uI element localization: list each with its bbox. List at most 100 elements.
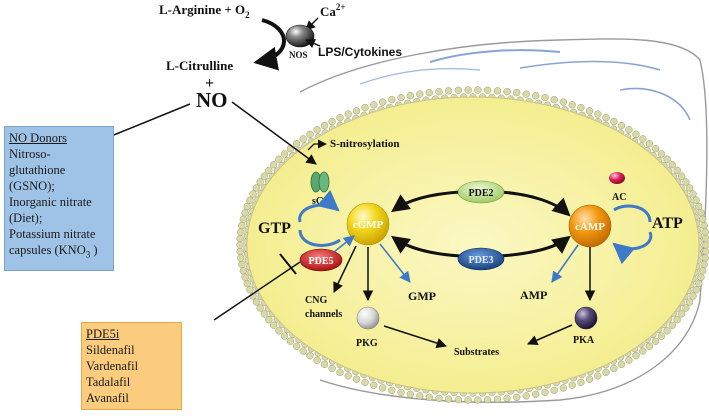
- cgmp-molecule: [346, 202, 390, 246]
- ac-enzyme: [609, 172, 625, 184]
- gmp-label: GMP: [408, 289, 436, 303]
- membrane-bead: [663, 155, 671, 163]
- membrane-bead: [237, 228, 245, 236]
- membrane-bead: [320, 360, 329, 369]
- membrane-bead: [260, 172, 268, 180]
- membrane-bead: [668, 321, 676, 329]
- membrane-bead: [522, 90, 530, 98]
- membrane-bead: [388, 96, 396, 104]
- pde2-enzyme: [457, 180, 505, 204]
- membrane-bead: [610, 364, 618, 373]
- membrane-bead: [388, 386, 396, 394]
- membrane-bead: [692, 196, 700, 204]
- lps-cytokines-label: LPS/Cytokines: [318, 45, 402, 59]
- membrane-bead: [685, 298, 694, 306]
- donor-line: Inorganic nitrate: [9, 195, 92, 209]
- membrane-bead: [532, 390, 540, 398]
- membrane-bead: [695, 279, 703, 288]
- membrane-bead: [625, 126, 633, 134]
- nos-enzyme-icon: [285, 24, 315, 48]
- membrane-bead: [657, 150, 666, 158]
- cgmp-label: cGMP: [353, 219, 384, 231]
- membrane-bead: [668, 161, 676, 169]
- donors-connector: [103, 103, 191, 140]
- membrane-bead: [692, 286, 700, 294]
- membrane-bead: [702, 241, 709, 249]
- membrane-bead: [239, 215, 247, 223]
- membrane-bead: [464, 396, 472, 404]
- pde5-enzyme: [299, 248, 343, 272]
- membrane-bead: [306, 352, 314, 360]
- pde3-label: PDE3: [469, 255, 494, 266]
- membrane-bead: [328, 364, 336, 373]
- membrane-bead: [252, 298, 261, 306]
- membrane-bead: [239, 267, 247, 275]
- pde5-to-cgmp-arrow: [333, 235, 355, 253]
- membrane-bead: [594, 110, 602, 118]
- membrane-bead: [695, 202, 703, 211]
- membrane-bead: [299, 135, 307, 143]
- pka-molecule: [574, 306, 598, 330]
- membrane-bead: [397, 388, 405, 397]
- membrane-bead: [483, 396, 492, 404]
- membrane-bead: [682, 304, 690, 312]
- membrane-bead: [682, 178, 690, 186]
- membrane-bead: [474, 86, 482, 94]
- membrane-bead: [697, 209, 705, 217]
- membrane-bead: [320, 121, 329, 130]
- pde5i-box: PDE5i Sildenafil Vardenafil Tadalafil Av…: [81, 322, 182, 410]
- membrane-bead: [602, 114, 610, 122]
- donor-line: glutathione: [9, 163, 66, 177]
- donor-line-kno3: capsules (KNO3 ): [9, 243, 98, 260]
- membrane-bead: [246, 286, 254, 294]
- membrane-bead: [701, 228, 709, 236]
- pde5i-drug: Avanafil: [86, 391, 129, 405]
- no-donors-title: NO Donors: [9, 131, 67, 145]
- membrane-bead: [503, 394, 511, 402]
- membrane-bead: [236, 241, 244, 249]
- sgc-icon: [310, 171, 330, 193]
- cgmp-to-cng-arrow: [333, 245, 357, 293]
- pde3-arrow-to-cgmp: [391, 235, 461, 258]
- membrane-bead: [352, 107, 361, 115]
- membrane-bead: [416, 392, 424, 400]
- pde5i-connector: [213, 261, 301, 321]
- membrane-bead: [344, 110, 352, 118]
- membrane-bead: [313, 356, 321, 364]
- pkg-label: PKG: [356, 338, 378, 349]
- plus-sign: +: [205, 75, 214, 92]
- membrane-bead: [700, 221, 708, 230]
- membrane-bead: [689, 292, 697, 300]
- lps-arrow: [305, 38, 321, 48]
- membrane-bead: [651, 337, 660, 345]
- cgmp-to-gmp-arrow: [379, 243, 411, 283]
- membrane-bead: [238, 221, 246, 230]
- cng-label-1: CNG: [305, 295, 327, 306]
- membrane-bead: [617, 360, 626, 369]
- membrane-bead: [336, 368, 344, 376]
- membrane-bead: [701, 254, 709, 262]
- membrane-bead: [286, 337, 295, 345]
- nos-label: NOS: [289, 50, 308, 60]
- membrane-bead: [610, 117, 618, 126]
- membrane-bead: [513, 89, 521, 97]
- membrane-bead: [645, 342, 654, 350]
- membrane-bead: [673, 316, 681, 324]
- membrane-bead: [416, 90, 424, 98]
- membrane-bead: [689, 190, 697, 198]
- membrane-bead: [370, 101, 378, 109]
- conversion-arrow: [253, 18, 286, 71]
- pkg-molecule: [356, 306, 380, 330]
- membrane-bead: [541, 388, 549, 397]
- membrane-bead: [425, 89, 433, 97]
- membrane-bead: [632, 130, 640, 138]
- membrane-bead: [243, 202, 251, 211]
- pde2-arrow-to-camp: [499, 190, 571, 217]
- membrane-bead: [275, 327, 283, 335]
- membrane-bead: [265, 166, 273, 174]
- membrane-bead: [454, 86, 463, 94]
- nos-reaction: L-Arginine + O2 Ca2+ NOS LPS/Cytokines L…: [159, 2, 402, 112]
- calcium-label: Ca2+: [320, 2, 346, 19]
- membrane-bead: [241, 273, 249, 281]
